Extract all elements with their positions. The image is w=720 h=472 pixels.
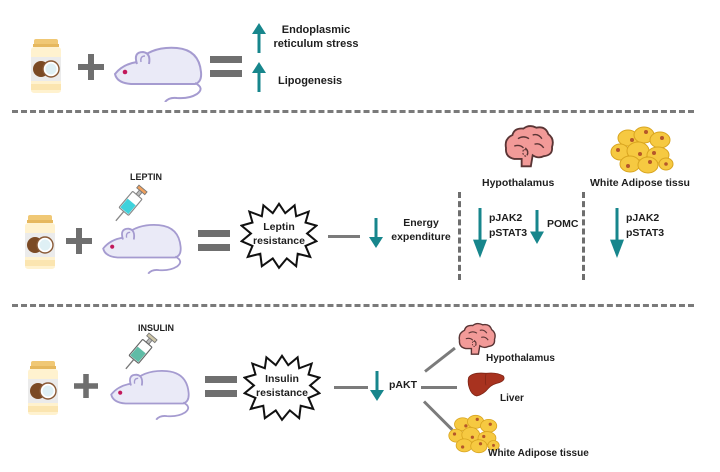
syringe-icon: [118, 330, 162, 374]
arrow-down-icon: [369, 218, 383, 248]
adipose-pjak2-pstat3: pJAK2 pSTAT3: [626, 211, 664, 241]
connector-line-liver: [421, 386, 457, 389]
marker-pstat3: pSTAT3: [626, 227, 665, 239]
section-divider: [12, 110, 694, 113]
injection-label-leptin: LEPTIN: [130, 172, 163, 182]
brain-icon: [500, 124, 558, 170]
energy-line2: expenditure: [391, 231, 451, 243]
arrow-down-icon: [610, 208, 624, 258]
arrow-up-icon: [252, 62, 266, 92]
connector-line-hypothalamus: [424, 346, 456, 373]
injection-label-insulin: INSULIN: [138, 323, 174, 333]
section-divider: [12, 304, 694, 307]
equals-icon: [210, 56, 242, 78]
energy-line1: Energy: [403, 217, 439, 229]
marker-pjak2: pJAK2: [489, 212, 523, 224]
plus-icon: [74, 374, 98, 398]
arrow-down-icon: [530, 210, 544, 244]
syringe-icon: [108, 182, 152, 226]
coconut-oil-jar-icon: [26, 38, 66, 94]
burst-line1: Insulin: [265, 373, 299, 385]
insulin-resistance-label: Insulin resistance: [249, 372, 315, 400]
effect-label-line1: Endoplasmic: [281, 24, 351, 36]
effect-lipogenesis: Lipogenesis: [278, 75, 343, 87]
effect-er-stress: Endoplasmic reticulum stress: [272, 23, 360, 51]
arrow-down-icon: [473, 208, 487, 258]
target-adipose-label: White Adipose tissue: [488, 448, 589, 459]
column-divider: [582, 192, 585, 280]
arrow-up-icon: [252, 23, 266, 53]
burst-line1: Leptin: [263, 221, 295, 233]
marker-pstat3: pSTAT3: [489, 227, 528, 239]
effect-label-line2: reticulum stress: [273, 38, 359, 50]
coconut-oil-jar-icon: [20, 214, 60, 270]
connector-line: [334, 386, 368, 389]
arrow-down-icon: [370, 371, 384, 401]
column-divider: [458, 192, 461, 280]
target-hypothalamus-label: Hypothalamus: [486, 353, 555, 364]
target-liver-label: Liver: [500, 393, 524, 404]
hypothalamus-pjak2-pstat3: pJAK2 pSTAT3: [489, 211, 527, 241]
pomc-label: POMC: [547, 218, 579, 230]
burst-line2: resistance: [256, 387, 308, 399]
plus-icon: [66, 228, 92, 254]
mouse-icon: [107, 36, 207, 102]
hypothalamus-label: Hypothalamus: [482, 177, 555, 189]
pakt-label: pAKT: [389, 379, 417, 391]
marker-pjak2: pJAK2: [626, 212, 660, 224]
coconut-oil-jar-icon: [23, 360, 63, 416]
white-adipose-label: White Adipose tissu: [590, 177, 690, 189]
adipose-tissue-icon: [610, 126, 674, 174]
plus-icon: [78, 54, 104, 80]
connector-line: [328, 235, 360, 238]
energy-expenditure-label: Energy expenditure: [388, 216, 454, 244]
leptin-resistance-label: Leptin resistance: [246, 220, 312, 248]
equals-icon: [198, 230, 230, 252]
burst-line2: resistance: [253, 235, 305, 247]
equals-icon: [205, 376, 237, 398]
